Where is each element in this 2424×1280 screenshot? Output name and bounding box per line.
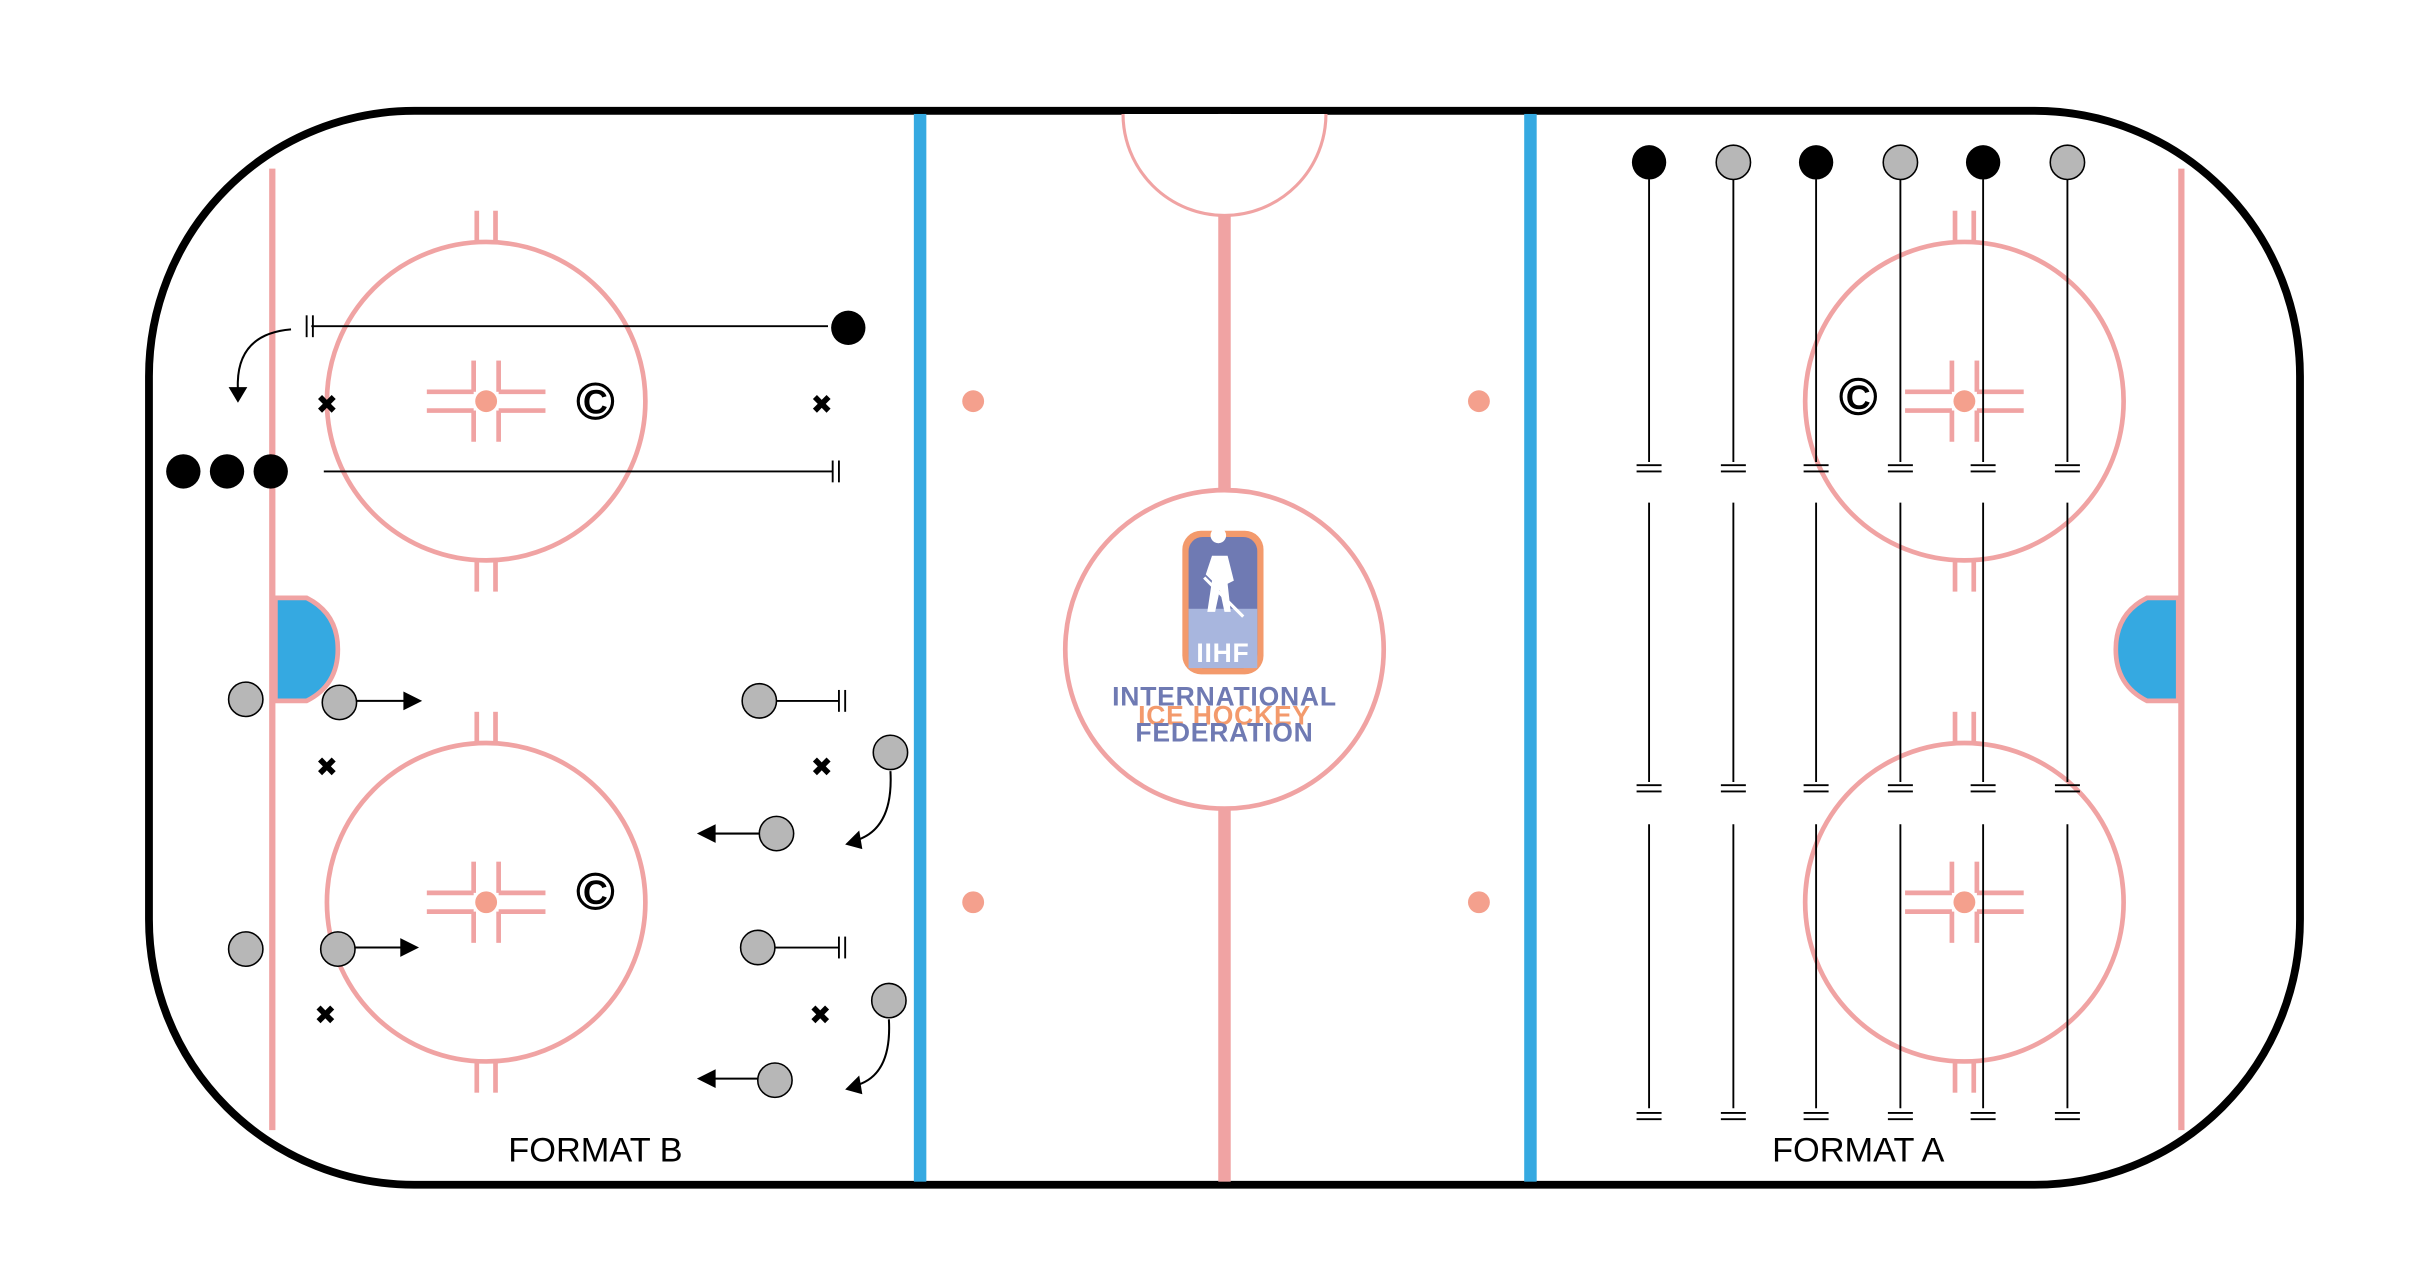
logo-mark: IIHF bbox=[1196, 638, 1249, 668]
format-b-drill: ✖ ✖ ✖ ✖ ✖ ✖ C C bbox=[166, 310, 909, 1169]
coach-badge: C bbox=[1839, 377, 1877, 417]
cone-marker: ✖ bbox=[809, 1000, 831, 1031]
referee-crease bbox=[1121, 113, 1328, 217]
player-dark bbox=[253, 454, 288, 489]
faceoff-circle bbox=[1802, 239, 2126, 563]
coach-badge: C bbox=[576, 872, 615, 912]
svg-text:C: C bbox=[1846, 379, 1871, 417]
faceoff-dot bbox=[1953, 390, 1976, 413]
logo-line-3: FEDERATION bbox=[1135, 717, 1313, 747]
player-light bbox=[758, 815, 795, 852]
arrow-head bbox=[696, 824, 716, 843]
arrow-head bbox=[400, 938, 420, 957]
hockey-stick-icon bbox=[1203, 576, 1245, 618]
player-light bbox=[2049, 144, 2086, 181]
svg-text:C: C bbox=[583, 384, 608, 422]
format-a-drill: C FORMAT A bbox=[1631, 144, 2086, 1169]
cone-marker: ✖ bbox=[811, 752, 833, 783]
faceoff-dot bbox=[475, 891, 498, 914]
cone-marker: ✖ bbox=[316, 752, 338, 783]
hockey-player-icon bbox=[1205, 527, 1234, 612]
faceoff-dot bbox=[1953, 891, 1976, 914]
svg-text:C: C bbox=[583, 874, 608, 912]
arrow-head bbox=[845, 830, 863, 850]
arrow-head bbox=[696, 1069, 716, 1088]
player-light bbox=[227, 681, 264, 718]
iihf-logo: IIHF INTERNATIONAL ICE HOCKEY FEDERATION bbox=[1112, 527, 1337, 747]
curved-arrow bbox=[236, 328, 292, 391]
faceoff-circle bbox=[324, 239, 648, 563]
faceoff-dot bbox=[475, 390, 498, 413]
cone-marker: ✖ bbox=[314, 1000, 336, 1031]
logo-line-2: ICE HOCKEY bbox=[1138, 700, 1311, 730]
player-light bbox=[739, 929, 776, 966]
player-light bbox=[319, 931, 356, 968]
neutral-dot-bottom-left bbox=[962, 891, 985, 914]
neutral-dot-top-left bbox=[962, 390, 985, 413]
player-light bbox=[756, 1062, 793, 1099]
player-dark bbox=[209, 454, 245, 489]
faceoff-circle bbox=[1802, 740, 2126, 1064]
neutral-dot-bottom-right bbox=[1468, 891, 1490, 914]
player-dark bbox=[831, 310, 866, 345]
goal-crease-left bbox=[273, 595, 341, 704]
faceoff-circle bbox=[324, 740, 648, 1064]
arrow-head bbox=[403, 691, 423, 711]
arrow-head bbox=[845, 1075, 863, 1095]
cone-marker: ✖ bbox=[316, 390, 338, 421]
arrow-head bbox=[228, 387, 248, 403]
player-light bbox=[227, 931, 264, 968]
player-light bbox=[870, 982, 907, 1019]
player-light bbox=[741, 682, 778, 719]
format-a-label: FORMAT A bbox=[1772, 1131, 1944, 1169]
player-light bbox=[872, 734, 909, 771]
blue-line-right bbox=[1524, 113, 1537, 1182]
player-dark bbox=[1631, 145, 1667, 180]
player-dark bbox=[1965, 145, 2001, 180]
cone-marker: ✖ bbox=[811, 390, 833, 421]
logo-line-1: INTERNATIONAL bbox=[1112, 682, 1337, 712]
player-dark bbox=[1798, 145, 1834, 180]
blue-line-left bbox=[913, 113, 927, 1182]
goal-crease-right bbox=[2113, 595, 2181, 704]
logo-ice-area bbox=[1188, 608, 1258, 669]
faceoff-circles bbox=[324, 210, 2126, 1093]
curved-arrow bbox=[857, 1019, 891, 1086]
format-b-label: FORMAT B bbox=[508, 1131, 682, 1169]
player-light bbox=[1715, 144, 1752, 181]
neutral-dot-top-right bbox=[1468, 390, 1490, 413]
coach-badge: C bbox=[576, 382, 615, 422]
player-light bbox=[1882, 144, 1919, 181]
curved-arrow bbox=[857, 771, 892, 841]
player-dark bbox=[166, 454, 201, 489]
player-light bbox=[321, 684, 358, 721]
